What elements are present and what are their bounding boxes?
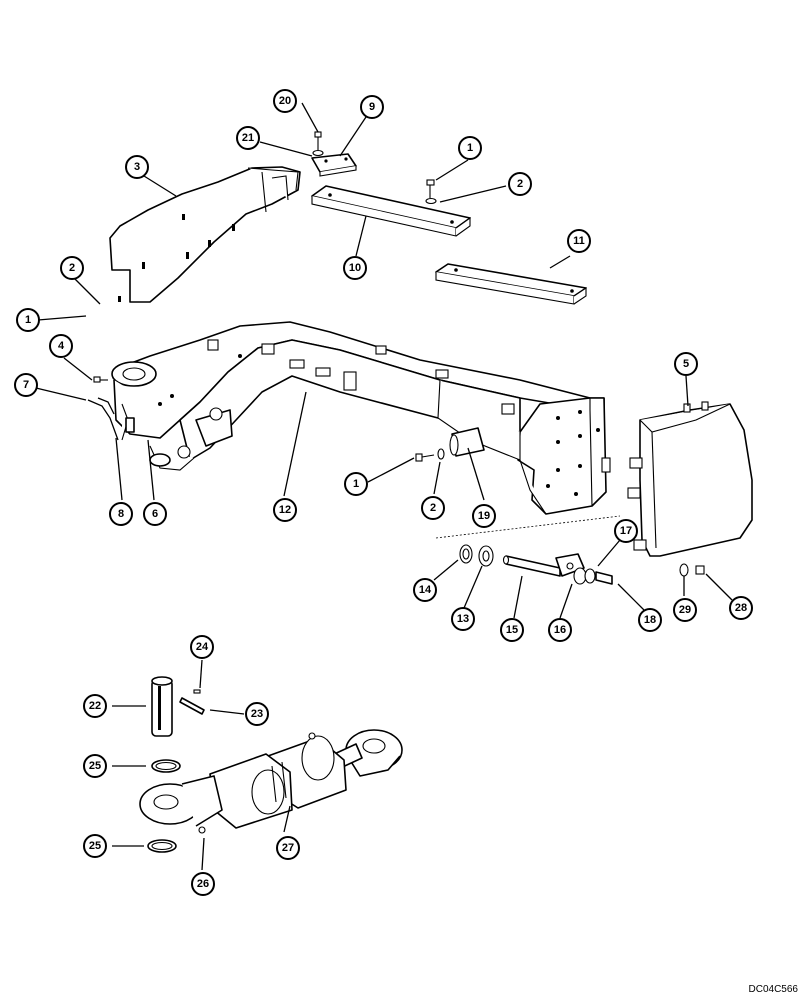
pin-assembly	[459, 544, 613, 585]
svg-text:21: 21	[242, 132, 254, 144]
drawing-reference-code: DC04C566	[748, 984, 798, 995]
svg-text:7: 7	[23, 379, 29, 391]
part-20-21-bolt-washer	[312, 131, 324, 157]
svg-text:12: 12	[279, 504, 291, 516]
svg-text:1: 1	[353, 478, 359, 490]
callout-19: 19	[472, 504, 496, 528]
part-28-29-bolt-washer	[679, 563, 705, 577]
callout-4: 4	[49, 334, 73, 358]
svg-text:27: 27	[282, 842, 294, 854]
callout-20: 20	[273, 89, 297, 113]
callout-15: 15	[500, 618, 524, 642]
callout-24: 24	[190, 635, 214, 659]
callout-7: 7	[14, 373, 38, 397]
callout-18: 18	[638, 608, 662, 632]
svg-text:2: 2	[69, 262, 75, 274]
callout-2: 2	[508, 172, 532, 196]
svg-text:15: 15	[506, 624, 518, 636]
svg-text:4: 4	[58, 340, 65, 352]
callout-1: 1	[16, 308, 40, 332]
callout-5: 5	[674, 352, 698, 376]
svg-text:24: 24	[196, 641, 209, 653]
callout-21: 21	[236, 126, 260, 150]
part-22-pin	[151, 676, 173, 737]
callout-12: 12	[273, 498, 297, 522]
part-9-small-plate	[311, 153, 357, 177]
part-3-fender-bracket	[109, 166, 301, 303]
part-27-hydraulic-cylinder	[139, 729, 403, 834]
svg-text:1: 1	[25, 314, 31, 326]
callout-16: 16	[548, 618, 572, 642]
callout-26: 26	[191, 872, 215, 896]
part-5-cover	[627, 401, 753, 557]
svg-text:3: 3	[134, 161, 140, 173]
svg-text:28: 28	[735, 602, 747, 614]
callout-1: 1	[344, 472, 368, 496]
part-19-bushing	[449, 427, 485, 457]
svg-text:9: 9	[369, 101, 375, 113]
svg-text:18: 18	[644, 614, 656, 626]
leader-lines	[35, 102, 733, 871]
svg-text:8: 8	[118, 508, 124, 520]
callout-17: 17	[614, 519, 638, 543]
svg-text:19: 19	[478, 510, 490, 522]
callout-22: 22	[83, 694, 107, 718]
part-4-bolt	[93, 376, 108, 383]
svg-text:1: 1	[467, 142, 473, 154]
assembly-guide-line	[435, 515, 621, 539]
svg-text:10: 10	[349, 262, 361, 274]
svg-text:16: 16	[554, 624, 566, 636]
callout-13: 13	[451, 607, 475, 631]
part-23-24-small-pin	[179, 689, 205, 715]
svg-text:5: 5	[683, 358, 689, 370]
svg-text:25: 25	[89, 760, 101, 772]
callout-2: 2	[60, 256, 84, 280]
part-7-cable	[87, 397, 135, 441]
svg-text:26: 26	[197, 878, 209, 890]
callout-29: 29	[673, 598, 697, 622]
svg-text:29: 29	[679, 604, 691, 616]
svg-text:23: 23	[251, 708, 263, 720]
callout-27: 27	[276, 836, 300, 860]
svg-text:2: 2	[517, 178, 523, 190]
callout-8: 8	[109, 502, 133, 526]
part-11-plate	[435, 263, 587, 305]
callout-6: 6	[143, 502, 167, 526]
callout-25: 25	[83, 834, 107, 858]
part-12-main-frame	[111, 321, 611, 515]
callout-14: 14	[413, 578, 437, 602]
svg-text:25: 25	[89, 840, 101, 852]
callout-10: 10	[343, 256, 367, 280]
svg-text:20: 20	[279, 95, 291, 107]
part-1-2-upper-bolt	[425, 179, 437, 205]
svg-text:14: 14	[419, 584, 432, 596]
part-10-long-plate	[311, 185, 471, 237]
svg-text:22: 22	[89, 700, 101, 712]
part-25-rings	[147, 759, 181, 853]
part-1-2-mid-bolt	[415, 448, 445, 462]
callout-23: 23	[245, 702, 269, 726]
callout-25: 25	[83, 754, 107, 778]
svg-text:2: 2	[430, 502, 436, 514]
callout-11: 11	[567, 229, 591, 253]
svg-text:11: 11	[573, 235, 585, 247]
callout-9: 9	[360, 95, 384, 119]
svg-text:6: 6	[152, 508, 158, 520]
callout-28: 28	[729, 596, 753, 620]
callout-2: 2	[421, 496, 445, 520]
callout-3: 3	[125, 155, 149, 179]
callout-1: 1	[458, 136, 482, 160]
svg-text:17: 17	[620, 525, 632, 537]
svg-text:13: 13	[457, 613, 469, 625]
